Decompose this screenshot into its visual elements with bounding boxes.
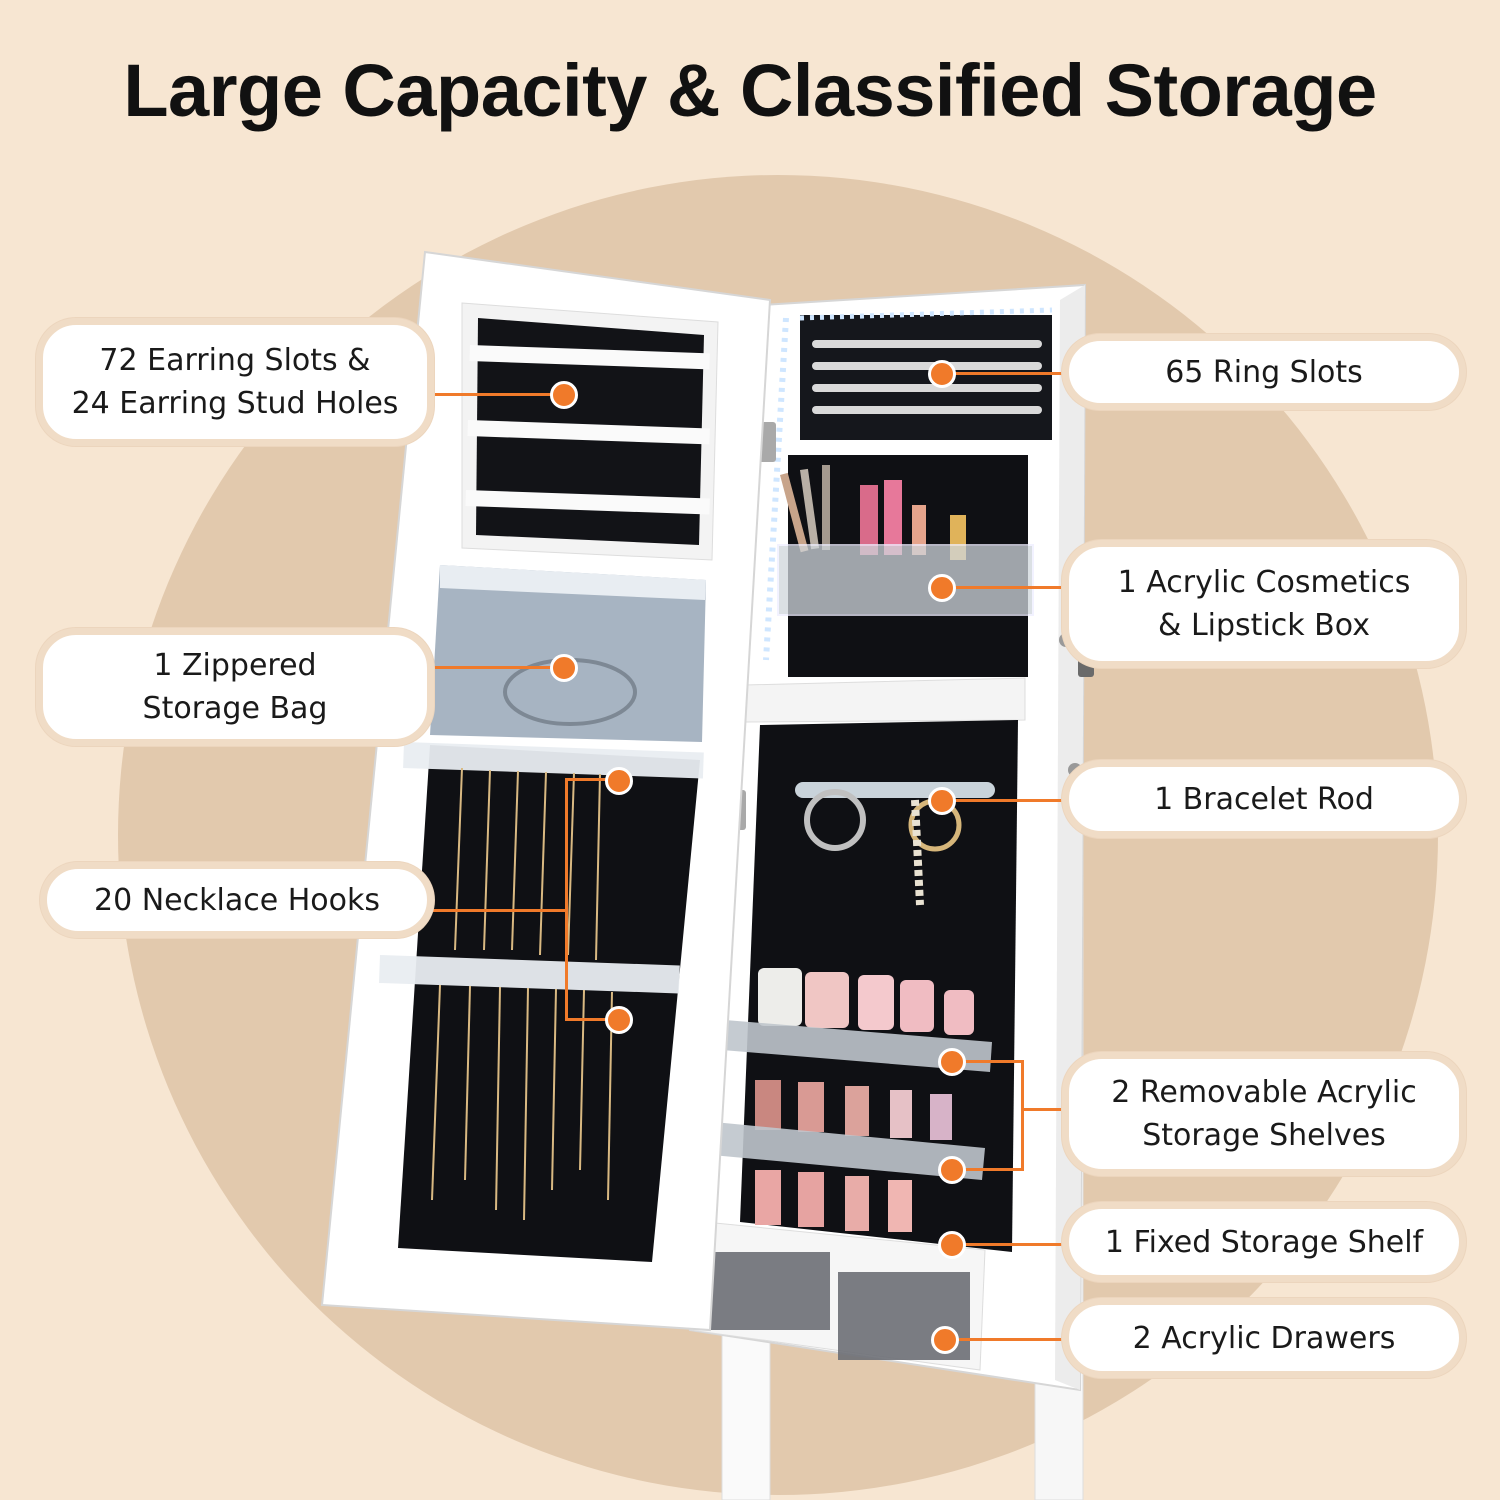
bracelet-marker: [928, 787, 956, 815]
shelves-marker-top: [938, 1048, 966, 1076]
callout-drawers-line1: 2 Acrylic Drawers: [1132, 1320, 1396, 1356]
callout-fixed-shelf: 1 Fixed Storage Shelf: [1062, 1202, 1466, 1282]
shelves-leader-bottom: [952, 1168, 1024, 1171]
callout-zipper: 1 Zippered Storage Bag: [36, 628, 434, 746]
callout-shelves: 2 Removable Acrylic Storage Shelves: [1062, 1052, 1466, 1176]
necklace-leader-line: [432, 909, 567, 912]
callout-shelves-line2: Storage Shelves: [1142, 1118, 1386, 1153]
page-title: Large Capacity & Classified Storage: [123, 49, 1377, 132]
callout-necklace: 20 Necklace Hooks: [40, 862, 434, 938]
callout-earring: 72 Earring Slots & 24 Earring Stud Holes: [36, 318, 434, 446]
necklace-leader-top: [565, 778, 617, 781]
callout-cosmetics-line1: 1 Acrylic Cosmetics: [1117, 565, 1411, 600]
cosmetics-box: [777, 465, 1034, 616]
shelves-leader-top: [952, 1060, 1024, 1063]
ring-marker: [928, 360, 956, 388]
callout-ring-line1: 65 Ring Slots: [1165, 354, 1363, 390]
drawers-leader-line: [945, 1338, 1068, 1341]
callout-drawers: 2 Acrylic Drawers: [1062, 1298, 1466, 1378]
drawers-marker: [931, 1326, 959, 1354]
shelves-leader-line: [1021, 1108, 1069, 1111]
bracelet-leader-line: [942, 799, 1068, 802]
acrylic-shelves: [712, 968, 992, 1232]
necklace-marker-top: [605, 767, 633, 795]
callout-ring: 65 Ring Slots: [1062, 334, 1466, 410]
cosmetics-leader-line: [942, 586, 1068, 589]
callout-cosmetics: 1 Acrylic Cosmetics & Lipstick Box: [1062, 540, 1466, 668]
zipper-marker: [550, 654, 578, 682]
callout-zipper-line2: Storage Bag: [142, 691, 328, 726]
earring-leader-line: [432, 393, 562, 396]
cosmetics-marker: [928, 574, 956, 602]
necklace-leader-bottom: [565, 1018, 617, 1021]
fixed-shelf-marker: [938, 1231, 966, 1259]
callout-earring-line1: 72 Earring Slots &: [99, 343, 371, 378]
callout-bracelet: 1 Bracelet Rod: [1062, 760, 1466, 838]
callout-cosmetics-line2: & Lipstick Box: [1158, 608, 1370, 643]
necklace-leader-vertical: [565, 778, 568, 1021]
callout-necklace-line1: 20 Necklace Hooks: [94, 882, 380, 918]
callout-shelves-line1: 2 Removable Acrylic: [1111, 1075, 1417, 1110]
callout-zipper-line1: 1 Zippered: [153, 648, 317, 683]
shelves-marker-bottom: [938, 1156, 966, 1184]
ring-leader-line: [942, 372, 1068, 375]
ring-rows: [812, 340, 1042, 414]
fixed-shelf-leader-line: [952, 1243, 1068, 1246]
zipper-leader-line: [432, 666, 562, 669]
callout-bracelet-line1: 1 Bracelet Rod: [1154, 781, 1374, 817]
shelves-leader-vertical: [1021, 1060, 1024, 1171]
callout-earring-line2: 24 Earring Stud Holes: [71, 386, 399, 421]
earring-marker: [550, 381, 578, 409]
cabinet-door: [320, 250, 772, 1332]
necklace-marker-bottom: [605, 1006, 633, 1034]
callout-fixed-shelf-line1: 1 Fixed Storage Shelf: [1104, 1224, 1424, 1260]
